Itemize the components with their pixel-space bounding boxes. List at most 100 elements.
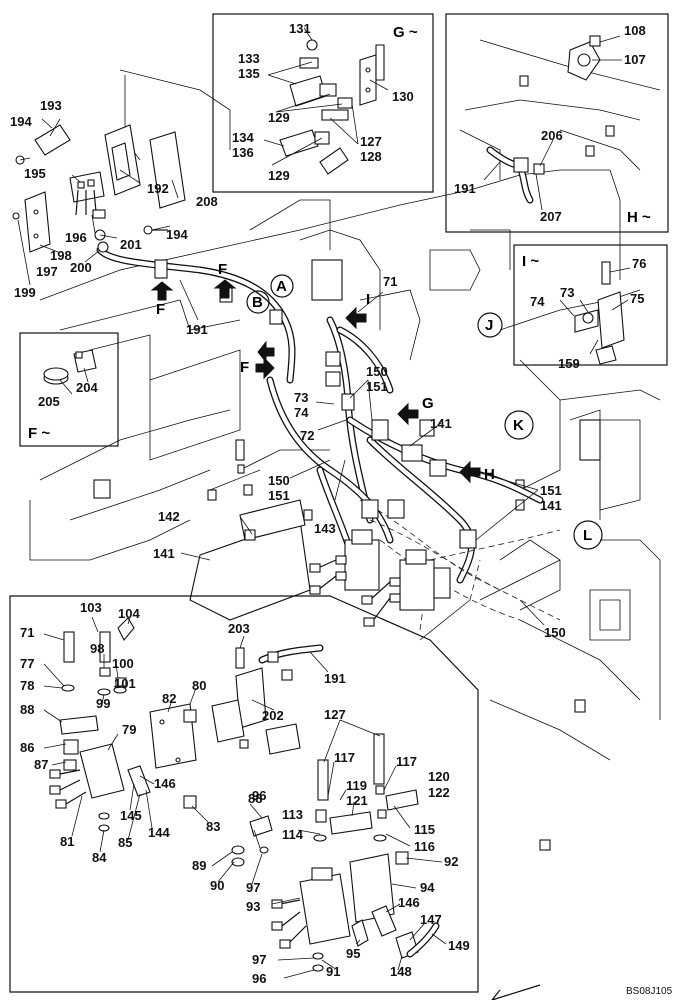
bracket-202-harness [211, 644, 324, 755]
arrow-label-i: I [366, 291, 370, 308]
part-label: 71 [20, 625, 34, 640]
part-label: 141 [430, 416, 452, 431]
valve-assembly-upper [309, 529, 561, 627]
part-label: 79 [122, 722, 136, 737]
part-label: 78 [20, 678, 34, 693]
detail-f-title: F ~ [28, 425, 50, 442]
view-circle-k: K [513, 417, 524, 434]
part-label: 197 [36, 264, 58, 279]
part-label: 191 [186, 322, 208, 337]
part-label: 141 [153, 546, 175, 561]
detail-f-labels: 204 205 [38, 380, 98, 409]
part-label: 129 [268, 168, 290, 183]
part-label: 129 [268, 110, 290, 125]
arrow-label-f3: F [240, 359, 249, 376]
part-label: 131 [289, 21, 311, 36]
part-label: 83 [206, 819, 220, 834]
part-label: 80 [192, 678, 206, 693]
part-label: 150 [544, 625, 566, 640]
part-label: 151 [268, 488, 290, 503]
part-label: 74 [294, 405, 309, 420]
part-label: 73 [560, 285, 574, 300]
detail-view-h: H ~ [445, 13, 669, 233]
part-label: 127 [360, 134, 382, 149]
hose-harness [96, 246, 561, 631]
part-label: 207 [540, 209, 562, 224]
valve-79-assembly [49, 617, 197, 832]
part-label: 130 [392, 89, 414, 104]
part-label: 205 [38, 394, 60, 409]
view-circle-j: J [485, 317, 493, 334]
part-label: 97 [252, 952, 266, 967]
part-label: 146 [154, 776, 176, 791]
part-label: 75 [630, 291, 644, 306]
part-label: 116 [414, 839, 435, 854]
part-label: 90 [210, 878, 224, 893]
part-label: 73 [294, 390, 308, 405]
part-label: 96 [252, 788, 266, 803]
part-label: 194 [10, 114, 32, 129]
view-circle-a: A [276, 278, 287, 295]
part-label: 89 [192, 858, 206, 873]
part-label: 128 [360, 149, 382, 164]
part-label: 150 [268, 473, 290, 488]
part-label: 117 [334, 750, 355, 765]
part-label: 107 [624, 52, 646, 67]
part-label: 93 [246, 899, 260, 914]
part-label: 115 [414, 822, 435, 837]
part-label: 133 [238, 51, 260, 66]
part-label: 86 [20, 740, 34, 755]
part-label: 99 [96, 696, 110, 711]
part-label: 101 [114, 676, 136, 691]
view-circles: A B J K L [246, 274, 603, 550]
part-label: 97 [246, 880, 260, 895]
arrow-label-f1: F [156, 301, 165, 318]
view-circle-b: B [252, 294, 263, 311]
detail-view-f: F ~ [19, 332, 119, 447]
detail-view-i: I ~ [513, 244, 668, 366]
part-label: 159 [558, 356, 580, 371]
part-label: 136 [232, 145, 254, 160]
detail-h-labels: 108 107 206 191 207 [454, 23, 646, 224]
part-label: 72 [300, 428, 314, 443]
part-label: 113 [282, 807, 303, 822]
part-label: 135 [238, 66, 260, 81]
view-circle-l: L [583, 527, 592, 544]
part-label: 195 [24, 166, 46, 181]
part-label: 142 [158, 509, 180, 524]
part-label: 196 [65, 230, 87, 245]
part-label: 92 [444, 854, 458, 869]
part-label: 198 [50, 248, 72, 263]
detail-g-labels: 131 133 135 130 129 134 136 127 128 129 [232, 21, 414, 183]
cover-plate-142 [189, 499, 311, 621]
part-label: 104 [118, 606, 140, 621]
part-label: 91 [326, 964, 340, 979]
part-label: 100 [112, 656, 134, 671]
part-label: 103 [80, 600, 102, 615]
part-label: 85 [118, 835, 132, 850]
part-label: 117 [396, 754, 417, 769]
part-label: 94 [420, 880, 435, 895]
part-label: 144 [148, 825, 170, 840]
part-label: 203 [228, 621, 250, 636]
detail-g-title: G ~ [393, 24, 418, 41]
part-label: 149 [448, 938, 470, 953]
part-label: 148 [390, 964, 412, 979]
part-label: 77 [20, 656, 34, 671]
leader-lines [17, 27, 631, 979]
part-label: 119 [346, 778, 367, 793]
detail-i-labels: 76 73 74 75 159 [530, 256, 646, 371]
part-label: 147 [420, 912, 442, 927]
part-label: 88 [20, 702, 34, 717]
part-label: 194 [166, 227, 188, 242]
part-label: 201 [120, 237, 142, 252]
part-label: 82 [162, 691, 176, 706]
part-label: 76 [632, 256, 646, 271]
part-label: 200 [70, 260, 92, 275]
arrow-label-f2: F [218, 261, 227, 278]
main-part-labels: 193 194 192 208 195 196 201 194 198 197 … [10, 98, 566, 640]
part-label: 120 [428, 769, 450, 784]
direction-arrows [150, 279, 541, 1000]
part-label: 88 [248, 791, 262, 806]
